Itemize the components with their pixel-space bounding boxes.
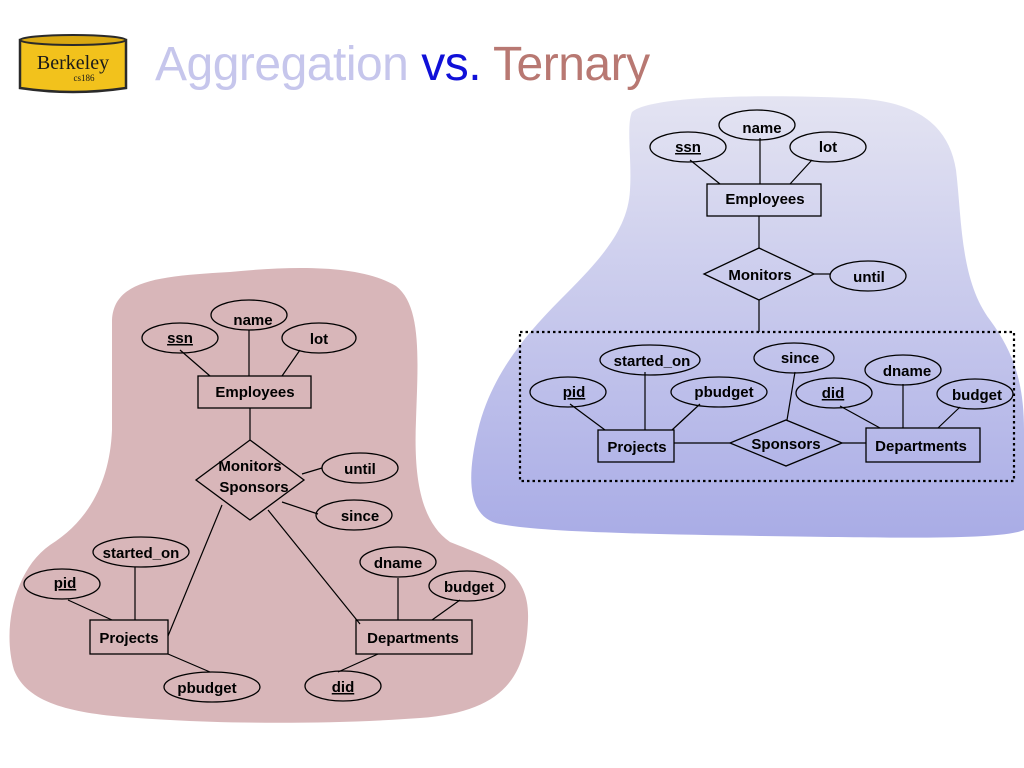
ter-dname-label: dname <box>883 363 931 380</box>
ter-employees-entity <box>706 183 822 217</box>
berkeley-logo: Berkeley cs186 <box>18 34 128 94</box>
agg-departments-entity <box>355 619 473 655</box>
ter-budget-attribute <box>936 378 1014 410</box>
agg-relationship-line1: Monitors <box>218 458 281 475</box>
agg-budget-attribute <box>428 570 506 602</box>
ter-ssn-label: ssn <box>675 139 701 156</box>
agg-projects-entity <box>89 619 169 655</box>
title-vs: vs. <box>421 38 494 91</box>
ter-name-attribute <box>718 109 796 141</box>
title-ternary: Ternary <box>493 38 650 91</box>
agg-employees-entity <box>197 375 312 409</box>
slide-title: Aggregation vs. Ternary <box>155 34 650 96</box>
agg-did-attribute <box>304 670 382 702</box>
aggregation-connectors <box>67 330 461 673</box>
ter-projects-label: Projects <box>607 439 666 456</box>
ter-pid-attribute <box>529 376 607 408</box>
agg-pid-label: pid <box>54 575 77 592</box>
agg-until-label: until <box>344 461 376 478</box>
ter-pbudget-attribute <box>670 376 768 408</box>
ter-name-label: name <box>742 120 781 137</box>
agg-started-on-attribute <box>92 536 190 568</box>
agg-monitors-sponsors-relationship <box>194 439 306 521</box>
ter-did-attribute <box>795 377 873 409</box>
ter-since-label: since <box>781 350 819 367</box>
ter-pbudget-label: pbudget <box>694 384 753 401</box>
logo-course: cs186 <box>74 73 95 83</box>
agg-lot-label: lot <box>310 331 328 348</box>
ter-budget-label: budget <box>952 387 1002 404</box>
ternary-aggregation-box <box>518 330 1016 483</box>
agg-did-label: did <box>332 679 355 696</box>
ter-employees-label: Employees <box>725 191 804 208</box>
ter-monitors-label: Monitors <box>728 267 791 284</box>
ter-pid-label: pid <box>563 384 586 401</box>
agg-dname-label: dname <box>374 555 422 572</box>
agg-started-on-label: started_on <box>103 545 180 562</box>
ter-started-on-label: started_on <box>614 353 691 370</box>
logo-name: Berkeley <box>37 52 109 74</box>
agg-budget-label: budget <box>444 579 494 596</box>
agg-pbudget-label: pbudget <box>177 680 236 697</box>
title-aggregation: Aggregation <box>155 38 422 91</box>
ternary-connectors <box>569 138 961 444</box>
ter-departments-entity <box>865 427 981 463</box>
ternary-background <box>471 96 1024 538</box>
ternary-diagram: Employees Projects Departments Monitors … <box>471 96 1024 538</box>
agg-since-label: since <box>341 508 379 525</box>
agg-departments-label: Departments <box>367 630 459 647</box>
ter-until-label: until <box>853 269 885 286</box>
agg-dname-attribute <box>359 546 437 578</box>
agg-ssn-label: ssn <box>167 330 193 347</box>
ter-since-attribute <box>753 342 835 374</box>
ter-dname-attribute <box>864 354 942 386</box>
ter-did-label: did <box>822 385 845 402</box>
agg-since-attribute <box>315 499 393 531</box>
ter-until-attribute <box>829 260 907 292</box>
agg-until-attribute <box>321 452 399 484</box>
agg-pbudget-attribute <box>163 671 261 703</box>
agg-employees-label: Employees <box>215 384 294 401</box>
agg-ssn-attribute <box>141 322 219 354</box>
agg-projects-label: Projects <box>99 630 158 647</box>
agg-relationship-line2: Sponsors <box>219 479 288 496</box>
ter-departments-label: Departments <box>875 438 967 455</box>
aggregation-diagram: Employees Projects Departments Monitors … <box>9 267 529 723</box>
ter-sponsors-label: Sponsors <box>751 436 820 453</box>
ter-lot-attribute <box>789 131 867 163</box>
agg-pid-attribute <box>23 568 101 600</box>
ter-ssn-attribute <box>649 131 727 163</box>
agg-name-label: name <box>233 312 272 329</box>
ter-sponsors-relationship <box>728 419 844 467</box>
ter-projects-entity <box>597 429 675 463</box>
ter-monitors-relationship <box>702 247 816 301</box>
ter-lot-label: lot <box>819 139 837 156</box>
agg-lot-attribute <box>281 322 357 354</box>
agg-name-attribute <box>210 299 288 331</box>
ter-started-on-attribute <box>599 344 701 376</box>
